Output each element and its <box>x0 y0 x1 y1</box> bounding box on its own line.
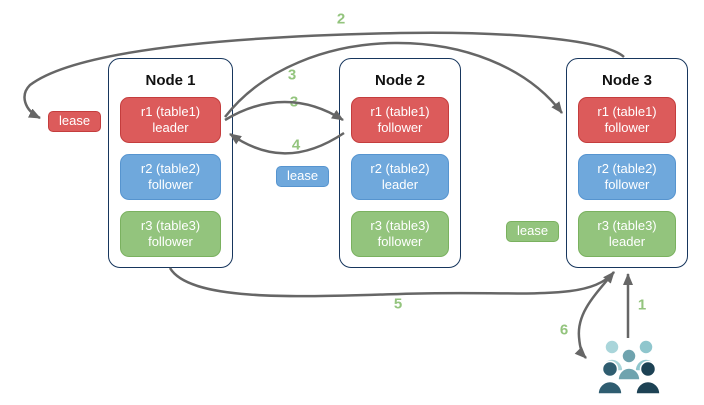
arrow-step-6 <box>574 271 615 359</box>
replica-role: leader <box>152 120 189 135</box>
replica-label: r2 (table2) <box>597 161 657 176</box>
step-label-2: 2 <box>336 10 346 28</box>
person-icon <box>597 360 623 395</box>
node-1-replica-r3: r3 (table3) follower <box>120 211 221 257</box>
person-icon <box>635 360 661 395</box>
node-3-replica-r1: r1 (table1) follower <box>578 97 676 143</box>
replica-label: r3 (table3) <box>140 218 201 233</box>
person-icon <box>634 339 658 372</box>
node-3-replica-r2: r2 (table2) follower <box>578 154 676 200</box>
replica-role: follower <box>377 234 423 249</box>
replica-role: leader <box>381 177 419 192</box>
replica-role: leader <box>608 234 646 249</box>
node-1-replica-r2: r2 (table2) follower <box>120 154 221 200</box>
replica-label: r2 (table2) <box>140 161 201 176</box>
arrow-step-5 <box>168 267 615 298</box>
users-icon <box>597 339 661 395</box>
step-label-6: 6 <box>559 321 569 339</box>
replica-role: follower <box>377 120 423 135</box>
node-1-replica-r1: r1 (table1) leader <box>120 97 221 143</box>
node-2-title: Node 2 <box>374 72 425 89</box>
step-label-5: 5 <box>393 295 403 313</box>
replica-label: r3 (table3) <box>597 218 657 233</box>
person-icon <box>617 348 641 381</box>
step-label-4: 4 <box>291 136 301 154</box>
node-2-replica-r2: r2 (table2) leader <box>351 154 449 200</box>
lease-badge-r3: lease <box>506 221 560 242</box>
node-1: Node 1 r1 (table1) leader r2 (table2) fo… <box>108 58 233 268</box>
arrow-step-3-to-node2 <box>224 100 344 122</box>
node-1-title: Node 1 <box>145 72 196 89</box>
replica-label: r3 (table3) <box>370 218 430 233</box>
step-label-3b: 3 <box>289 93 299 111</box>
replica-label: r2 (table2) <box>370 161 430 176</box>
lease-badge-r2: lease <box>276 166 330 187</box>
node-3-title: Node 3 <box>601 72 652 89</box>
node-2-replica-r1: r1 (table1) follower <box>351 97 449 143</box>
step-label-3a: 3 <box>287 66 297 84</box>
node-2: Node 2 r1 (table1) follower r2 (table2) … <box>339 58 461 268</box>
node-2-replica-r3: r3 (table3) follower <box>351 211 449 257</box>
replica-role: follower <box>148 177 193 192</box>
person-icon <box>600 339 624 372</box>
arrow-step-4 <box>229 131 345 155</box>
node-3-replica-r3: r3 (table3) leader <box>578 211 676 257</box>
node-3: Node 3 r1 (table1) follower r2 (table2) … <box>566 58 688 268</box>
replica-role: follower <box>604 177 650 192</box>
replica-role: follower <box>148 234 193 249</box>
lease-badge-r1: lease <box>48 111 102 132</box>
replica-label: r1 (table1) <box>597 104 657 119</box>
replica-label: r1 (table1) <box>370 104 430 119</box>
replica-role: follower <box>604 120 650 135</box>
step-label-1: 1 <box>637 296 647 314</box>
replica-label: r1 (table1) <box>140 104 201 119</box>
